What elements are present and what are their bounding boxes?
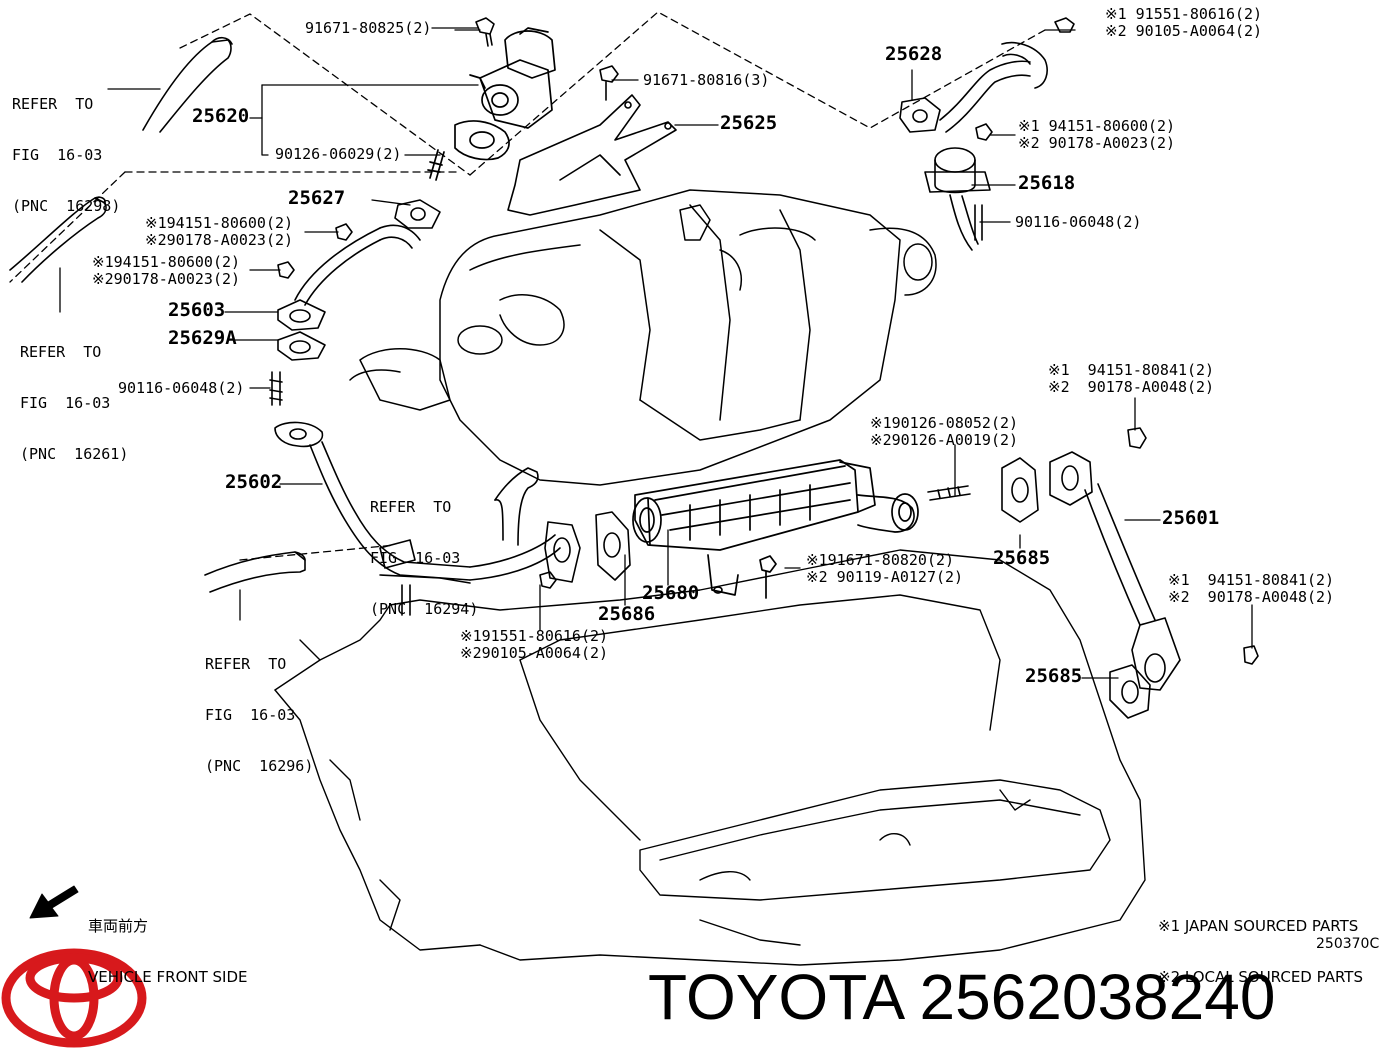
pipe-25602	[274, 421, 581, 616]
refer-note-16296: REFER TO FIG 16-03 (PNC 16296)	[205, 622, 313, 792]
callout-25627: 25627	[288, 187, 346, 209]
stud-90126	[927, 485, 971, 501]
callout-25629A: 25629A	[168, 327, 237, 349]
footnote-local: ※2 LOCAL SOURCED PARTS	[1158, 968, 1363, 986]
part-number: 2562038240	[919, 961, 1276, 1033]
callout-25602: 25602	[225, 471, 283, 493]
brand-title: TOYOTA 2562038240	[648, 962, 1275, 1032]
callout-90178-A0023-b: ※290178-A0023(2)	[92, 270, 241, 288]
refer-line: (PNC 16296)	[205, 757, 314, 775]
refer-line: FIG 16-03	[12, 146, 103, 164]
dashed-boundary-lines	[9, 11, 1046, 561]
callout-25628: 25628	[885, 43, 943, 65]
callout-94151-80600-a: ※194151-80600(2)	[145, 214, 294, 232]
refer-line: (PNC 16294)	[370, 600, 479, 618]
hose-16261	[9, 196, 107, 283]
callout-91551-80616-top: ※1 91551-80616(2)	[1105, 5, 1263, 23]
egr-valve-25620	[427, 27, 556, 181]
callout-25601: 25601	[1162, 507, 1220, 529]
gasket-25686	[595, 511, 631, 581]
gasket-25603	[277, 261, 326, 331]
refer-note-16261: REFER TO FIG 16-03 (PNC 16261)	[20, 310, 128, 480]
gasket-25685-upper	[1001, 457, 1039, 523]
callout-25680: 25680	[642, 582, 700, 604]
callout-91671-80820: ※191671-80820(2)	[806, 551, 955, 569]
callout-90126-06029: 90126-06029(2)	[275, 145, 402, 163]
callout-94151-80841-bottom: ※1 94151-80841(2)	[1168, 571, 1335, 589]
engine-block	[274, 549, 1146, 966]
refer-line: REFER TO	[205, 655, 287, 673]
callout-90178-A0048-top: ※2 90178-A0048(2)	[1048, 378, 1215, 396]
front-side-label: 車両前方 VEHICLE FRONT SIDE	[88, 884, 248, 1003]
callout-94151-80841-top: ※1 94151-80841(2)	[1048, 361, 1215, 379]
callout-25620: 25620	[192, 105, 250, 127]
refer-line: REFER TO	[12, 95, 94, 113]
callout-94151-80600-right: ※1 94151-80600(2)	[1018, 117, 1176, 135]
refer-line: (PNC 16261)	[20, 445, 129, 463]
leader-lines	[59, 27, 1253, 679]
callout-90126-A0019: ※290126-A0019(2)	[870, 431, 1019, 449]
figure-code: 250370C	[1316, 936, 1380, 952]
refer-line: FIG 16-03	[370, 549, 461, 567]
callout-90116-06048-right: 90116-06048(2)	[1015, 213, 1142, 231]
front-side-japanese: 車両前方	[88, 917, 149, 935]
pipe-25627	[294, 199, 441, 306]
stud-90116-left	[269, 371, 283, 406]
callout-25618: 25618	[1018, 172, 1076, 194]
refer-note-16294: REFER TO FIG 16-03 (PNC 16294)	[370, 465, 478, 635]
refer-line: FIG 16-03	[205, 706, 296, 724]
callout-90126-08052: ※190126-08052(2)	[870, 414, 1019, 432]
bracket-25625	[507, 65, 677, 216]
refer-line: FIG 16-03	[20, 394, 111, 412]
callout-25685-lower: 25685	[1025, 665, 1083, 687]
front-side-english: VEHICLE FRONT SIDE	[88, 968, 248, 986]
pipe-25618	[924, 123, 993, 251]
callout-90178-A0023-a: ※290178-A0023(2)	[145, 231, 294, 249]
callout-90116-06048-left: 90116-06048(2)	[118, 379, 245, 397]
callout-90178-A0048-bottom: ※2 90178-A0048(2)	[1168, 588, 1335, 606]
callout-91671-80816: 91671-80816(3)	[643, 71, 770, 89]
callout-90105-A0064-bottom: ※290105-A0064(2)	[460, 644, 609, 662]
refer-line: (PNC 16298)	[12, 197, 121, 215]
gasket-25629A	[277, 331, 326, 361]
brand-name: TOYOTA	[648, 961, 902, 1033]
bolt-91671-80825	[475, 17, 495, 47]
callout-91551-80616-bottom: ※191551-80616(2)	[460, 627, 609, 645]
callout-25685-upper: 25685	[993, 547, 1051, 569]
callout-90178-A0023-right: ※2 90178-A0023(2)	[1018, 134, 1176, 152]
callout-90105-A0064-top: ※2 90105-A0064(2)	[1105, 22, 1263, 40]
hose-16296	[204, 551, 306, 593]
callout-25686: 25686	[598, 603, 656, 625]
callout-25625: 25625	[720, 112, 778, 134]
pipe-25628	[899, 17, 1075, 133]
hose-16294	[494, 467, 539, 546]
refer-note-16298: REFER TO FIG 16-03 (PNC 16298)	[12, 62, 120, 232]
pipe-25601	[1049, 427, 1259, 691]
refer-line: REFER TO	[370, 498, 452, 516]
callout-94151-80600-b: ※194151-80600(2)	[92, 253, 241, 271]
intake-manifold	[349, 189, 937, 486]
footnote-japan: ※1 JAPAN SOURCED PARTS	[1158, 917, 1359, 935]
toyota-logo-icon	[1, 948, 147, 1048]
footnotes: ※1 JAPAN SOURCED PARTS ※2 LOCAL SOURCED …	[1158, 884, 1363, 1003]
refer-line: REFER TO	[20, 343, 102, 361]
callout-25603: 25603	[168, 299, 226, 321]
gasket-25685-lower	[1109, 664, 1151, 719]
arrow-icon	[29, 885, 79, 919]
hose-16298	[142, 36, 233, 133]
callout-91671-80825: 91671-80825(2)	[305, 19, 432, 37]
callout-90119-A0127: ※2 90119-A0127(2)	[806, 568, 964, 586]
